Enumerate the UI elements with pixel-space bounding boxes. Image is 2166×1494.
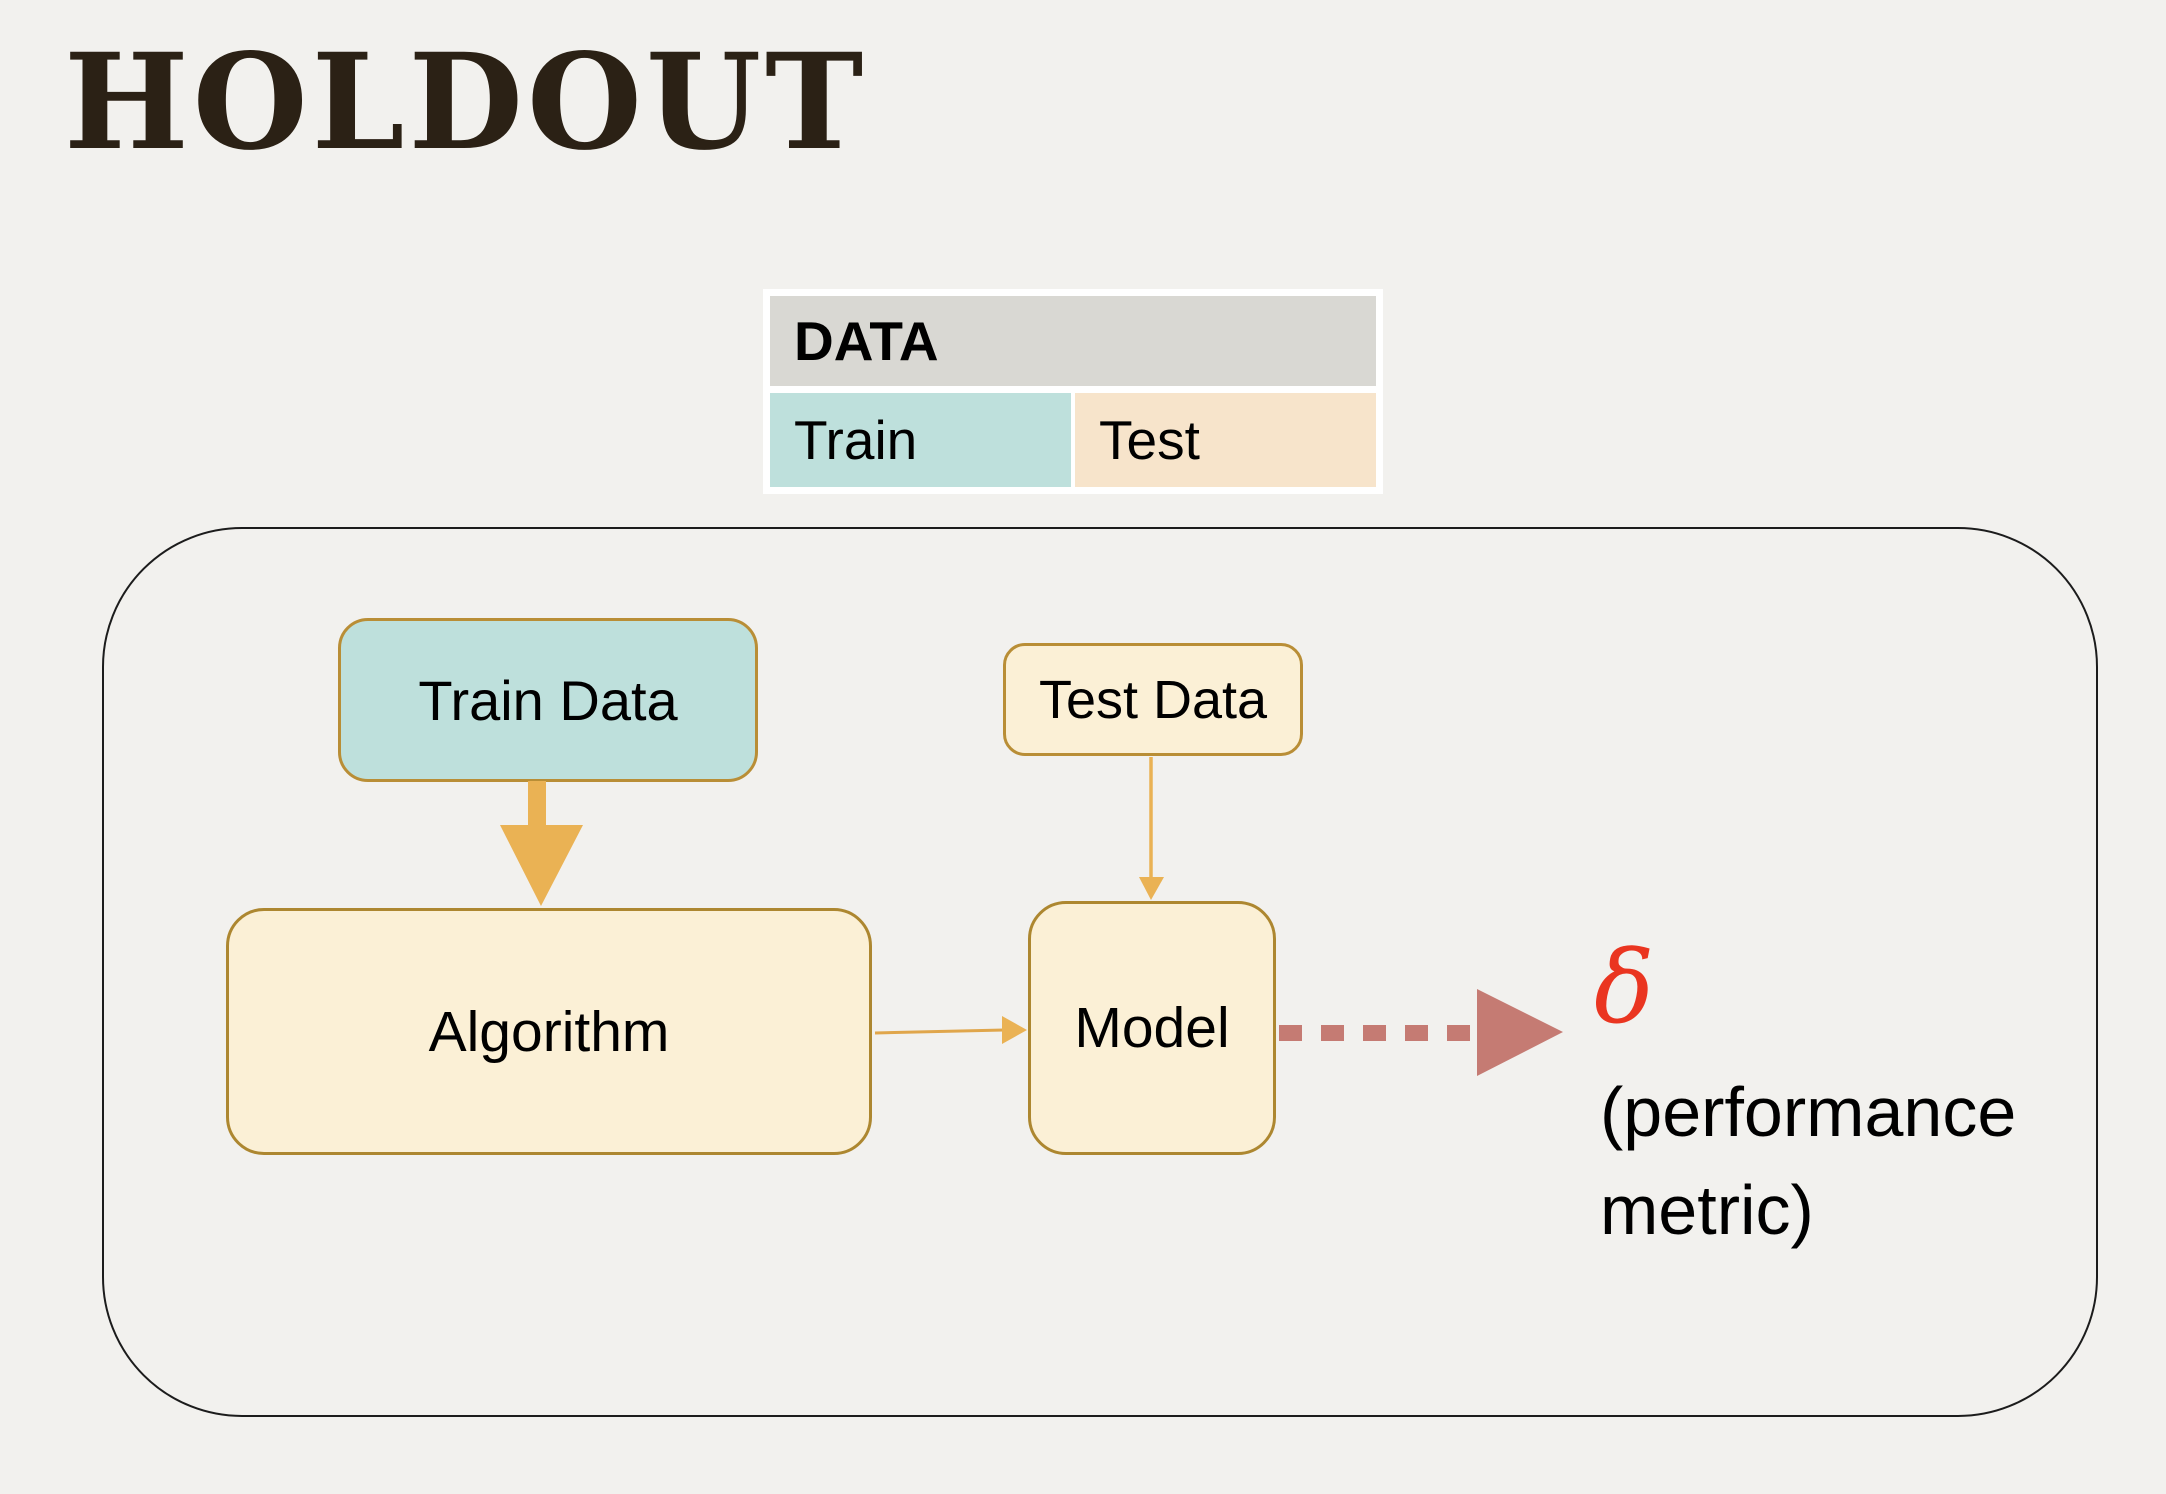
test-data-label: Test Data (1038, 669, 1268, 730)
delta-symbol: δ (1594, 929, 1655, 1046)
test-cell: Test (1075, 393, 1376, 487)
algorithm-node: Algorithm (226, 908, 872, 1155)
flowchart-container (102, 527, 2098, 1417)
model-label: Model (1074, 996, 1230, 1060)
delta-caption: (performance metric) (1600, 1073, 2017, 1249)
train-data-label: Train Data (418, 668, 678, 732)
model-node: Model (1028, 901, 1276, 1155)
train-cell: Train (770, 393, 1071, 487)
data-split-table: DATA Train Test (763, 289, 1383, 494)
train-data-node: Train Data (338, 618, 758, 782)
algorithm-label: Algorithm (428, 999, 670, 1064)
slide-title: HOLDOUT (64, 25, 868, 180)
data-table-header-cell: DATA (770, 296, 1376, 386)
data-table-row: Train Test (770, 393, 1376, 487)
test-data-node: Test Data (1003, 643, 1303, 756)
